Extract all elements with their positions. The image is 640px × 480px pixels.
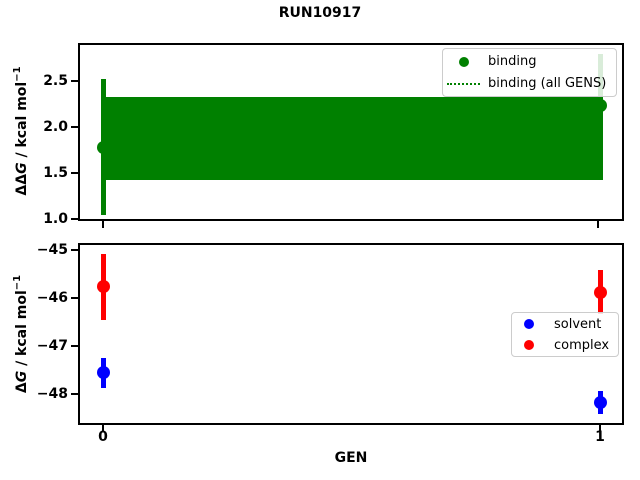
legend-label-solvent: solvent [554,316,602,332]
top-ytick-mark-1p5 [71,172,78,174]
bottom-xtick-mark-1 [599,425,601,432]
bottom-xtick-label: 0 [98,429,108,445]
bottom-ytick-label: −45 [36,242,68,258]
top-ytick-label: 1.5 [43,165,68,181]
legend-label-binding-all-gens: binding (all GENS) [488,76,607,91]
bottom-xtick-label: 1 [595,429,605,445]
bottom-xtick-mark-0 [102,425,104,432]
legend-item-complex: complex [512,335,618,356]
top-legend: binding binding (all GENS) [442,48,617,97]
bottom-ytick-mark-m48 [71,393,78,395]
legend-item-binding: binding [443,51,616,73]
bottom-y-axis-label: ΔG / kcal mol−1 [12,274,30,394]
binding-all-gens-dotted-line-icon [447,82,480,85]
legend-item-binding-all-gens: binding (all GENS) [443,73,616,95]
bottom-legend: solvent complex [511,312,619,357]
legend-item-solvent: solvent [512,314,618,335]
figure-title: RUN10917 [278,5,362,21]
binding-legend-dot-icon [458,56,469,67]
top-y-axis-label: ΔΔG / kcal mol−1 [12,66,30,196]
bottom-ytick-mark-m46 [71,297,78,299]
top-ytick-mark-2p5 [71,80,78,82]
top-ytick-mark-1p0 [71,218,78,220]
top-ytick-label: 2.5 [43,73,68,89]
bottom-plot-area [78,243,624,425]
bottom-ytick-label: −47 [36,338,68,354]
top-xtick-mark-0 [102,221,104,228]
top-ytick-label: 1.0 [43,211,68,227]
legend-label-complex: complex [554,337,610,353]
bottom-ytick-label: −46 [36,290,68,306]
top-ytick-label: 2.0 [43,119,68,135]
bottom-ytick-label: −48 [36,386,68,402]
top-plot-area [78,43,624,221]
top-xtick-mark-1 [597,221,599,228]
bottom-ytick-mark-m45 [71,249,78,251]
x-axis-label: GEN [334,450,368,466]
top-ytick-mark-2p0 [71,126,78,128]
solvent-legend-dot-icon [524,319,534,329]
legend-label-binding: binding [488,54,537,69]
complex-legend-dot-icon [524,340,534,350]
bottom-ytick-mark-m47 [71,345,78,347]
